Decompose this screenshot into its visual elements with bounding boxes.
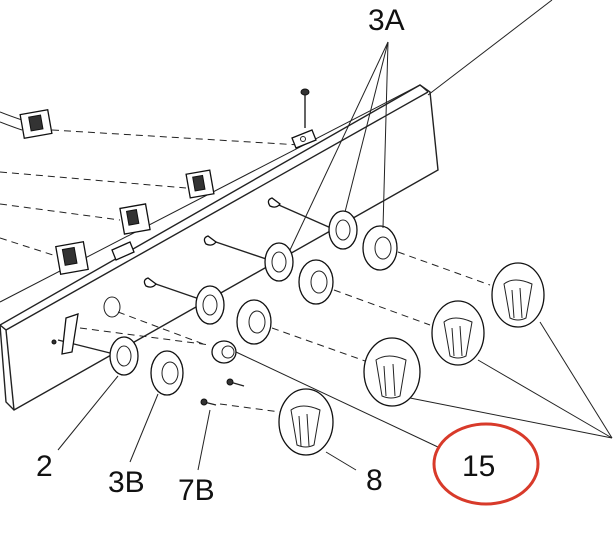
label-7b: 7B xyxy=(178,474,215,507)
knob-bottom xyxy=(278,388,334,456)
highlight-circle xyxy=(432,422,540,506)
label-3a: 3A xyxy=(368,4,405,37)
bracket-2 xyxy=(111,241,135,261)
valve-row-4 xyxy=(51,296,211,396)
valve-row-3 xyxy=(143,277,369,363)
connector-top xyxy=(0,108,301,146)
leader-lines xyxy=(57,41,613,471)
valve-row-2 xyxy=(203,235,431,326)
valve-row-1 xyxy=(267,197,491,286)
wire-connectors xyxy=(0,88,317,275)
label-3b: 3B xyxy=(108,466,145,499)
knob-top xyxy=(491,262,545,328)
connector-4 xyxy=(0,237,89,275)
label-8: 8 xyxy=(366,464,383,497)
connector-3 xyxy=(0,203,151,235)
knob-lower xyxy=(363,337,421,407)
ignitor-button xyxy=(211,340,441,449)
mounting-screw xyxy=(291,88,317,149)
small-screws xyxy=(200,378,281,413)
label-2: 2 xyxy=(36,450,53,483)
knob-middle xyxy=(431,300,485,366)
label-15: 15 xyxy=(462,450,495,483)
connector-2 xyxy=(0,169,215,199)
